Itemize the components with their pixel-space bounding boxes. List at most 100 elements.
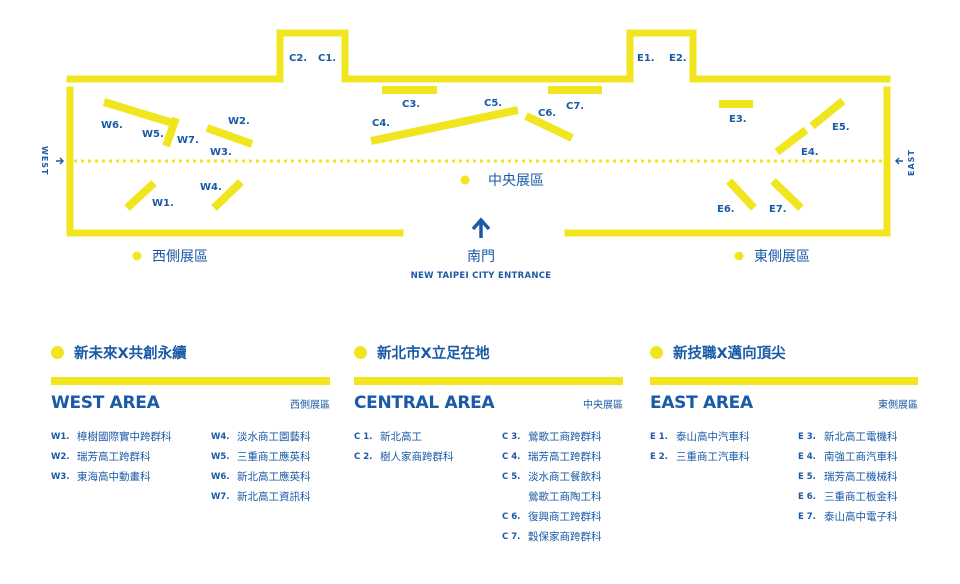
booth-c4 [370,106,519,145]
booth-label-e1: E1. [637,53,655,64]
east-zone-dot [734,251,744,261]
area-title: CENTRAL AREA [354,393,495,413]
list-item: C 7.穀保家商跨群科 [502,531,602,543]
booth-label-e2: E2. [669,53,687,64]
booth-shapes [102,86,846,211]
entrance-arrow-icon [471,217,491,238]
east-arrow-icon [895,157,903,165]
list-item: E 2.三重商工汽車科 [650,451,750,463]
booth-c6 [524,112,574,142]
booth-list-left: C 1.新北高工 C 2.樹人家商跨群科 [354,427,502,547]
booth-label-e5: E5. [832,122,850,133]
list-item: E 4.南強工商汽車科 [798,451,898,463]
booth-label-e6: E6. [717,204,735,215]
booth-list-right: C 3.鶯歌工商跨群科 C 4.瑞芳高工跨群科 C 5.淡水商工餐飲科 鶯歌工商… [502,427,602,547]
legend-divider [354,377,623,385]
booth-label-c2: C2. [289,53,307,64]
center-zone-label: 中央展區 [488,173,544,189]
booth-w6 [102,98,178,128]
list-item: E 1.泰山高中汽車科 [650,431,750,443]
booth-label-c4: C4. [372,118,390,129]
area-title: WEST AREA [51,393,160,413]
list-item: E 3.新北高工電機科 [798,431,898,443]
legend-west: 新未來X共創永續 WEST AREA 西側展區 W1.樟樹國際實中跨群科 W2.… [51,340,330,507]
list-item: E 6.三重商工板金科 [798,491,898,503]
booth-labels: C2. C1. E1. E2. W6. W5. W7. W2. W3. W4. … [101,53,850,215]
west-arrow-icon [56,157,64,165]
east-side-label: EAST [907,149,916,176]
booth-list-left: E 1.泰山高中汽車科 E 2.三重商工汽車科 [650,427,798,527]
list-item: C 2.樹人家商跨群科 [354,451,454,463]
theme-dot [354,345,367,359]
list-item: W7.新北高工資訊科 [211,491,311,503]
booth-e6 [726,178,757,211]
booth-label-c5: C5. [484,98,502,109]
theme-title: 新技職X邁向頂尖 [673,345,786,362]
booth-w5 [162,116,180,148]
west-side-label: WEST [40,146,49,176]
zone-name: 東側展區 [878,400,918,411]
booth-label-w3: W3. [210,147,232,158]
west-zone-dot [132,251,142,261]
booth-lists: W1.樟樹國際實中跨群科 W2.瑞芳高工跨群科 W3.東海高中動畫科 W4.淡水… [51,427,330,507]
legend-header: WEST AREA 西側展區 [51,393,330,413]
theme-title: 新北市X立足在地 [377,345,490,362]
booth-lists: C 1.新北高工 C 2.樹人家商跨群科 C 3.鶯歌工商跨群科 C 4.瑞芳高… [354,427,623,547]
booth-label-w1: W1. [152,198,174,209]
booth-label-w7: W7. [177,135,199,146]
center-zone-dot [460,175,470,185]
entrance-sublabel: NEW TAIPEI CITY ENTRANCE [411,271,552,281]
booth-e7 [770,178,804,211]
booth-label-e3: E3. [729,114,747,125]
list-item: C 6.復興商工跨群科 [502,511,602,523]
booth-label-w6: W6. [101,120,123,131]
booth-list-right: E 3.新北高工電機科 E 4.南強工商汽車科 E 5.瑞芳高工機械科 E 6.… [798,427,898,527]
theme-dot [650,345,663,359]
theme-dot [51,345,64,359]
booth-label-w5: W5. [142,129,164,140]
booth-lists: E 1.泰山高中汽車科 E 2.三重商工汽車科 E 3.新北高工電機科 E 4.… [650,427,918,527]
booth-label-c1: C1. [318,53,336,64]
booth-e4 [774,126,809,156]
list-item: W3.東海高中動畫科 [51,471,151,483]
booth-list-left: W1.樟樹國際實中跨群科 W2.瑞芳高工跨群科 W3.東海高中動畫科 [51,427,211,507]
list-item: C 1.新北高工 [354,431,422,443]
legend-theme: 新技職X邁向頂尖 [650,340,918,364]
venue-floor-map: C2. C1. E1. E2. W6. W5. W7. W2. W3. W4. … [40,29,916,281]
list-item: W5.三重商工應英科 [211,451,311,463]
legend-theme: 新未來X共創永續 [51,340,330,364]
legend-theme: 新北市X立足在地 [354,340,623,364]
booth-label-c7: C7. [566,101,584,112]
theme-title: 新未來X共創永續 [74,345,187,362]
legend-header: CENTRAL AREA 中央展區 [354,393,623,413]
east-zone-label: 東側展區 [754,249,810,265]
legend-central: 新北市X立足在地 CENTRAL AREA 中央展區 C 1.新北高工 C 2.… [354,340,623,547]
area-title: EAST AREA [650,393,753,413]
west-zone-label: 西側展區 [152,249,208,265]
legend-divider [51,377,330,385]
booth-w1 [124,180,157,211]
list-item: W4.淡水商工園藝科 [211,431,311,443]
legend-divider [650,377,918,385]
list-item: C 4.瑞芳高工跨群科 [502,451,602,463]
list-item: C 5.淡水商工餐飲科 [502,471,602,483]
booth-list-right: W4.淡水商工園藝科 W5.三重商工應英科 W6.新北高工應英科 W7.新北高工… [211,427,311,507]
list-item: W1.樟樹國際實中跨群科 [51,431,172,443]
entrance-label: 南門 [467,249,495,265]
list-item: C 3.鶯歌工商跨群科 [502,431,602,443]
booth-w4 [211,179,244,211]
booth-label-w2: W2. [228,116,250,127]
zone-name: 西側展區 [290,400,330,411]
legend-header: EAST AREA 東側展區 [650,393,918,413]
list-item: W2.瑞芳高工跨群科 [51,451,151,463]
booth-w2 [205,124,254,148]
legend-east: 新技職X邁向頂尖 EAST AREA 東側展區 E 1.泰山高中汽車科 E 2.… [650,340,918,527]
booth-label-e7: E7. [769,204,787,215]
list-item: E 5.瑞芳高工機械科 [798,471,898,483]
booth-label-w4: W4. [200,182,222,193]
booth-label-e4: E4. [801,147,819,158]
list-item: W6.新北高工應英科 [211,471,311,483]
list-item: 鶯歌工商陶工科 [528,491,602,503]
booth-label-c6: C6. [538,108,556,119]
zone-name: 中央展區 [583,400,623,411]
